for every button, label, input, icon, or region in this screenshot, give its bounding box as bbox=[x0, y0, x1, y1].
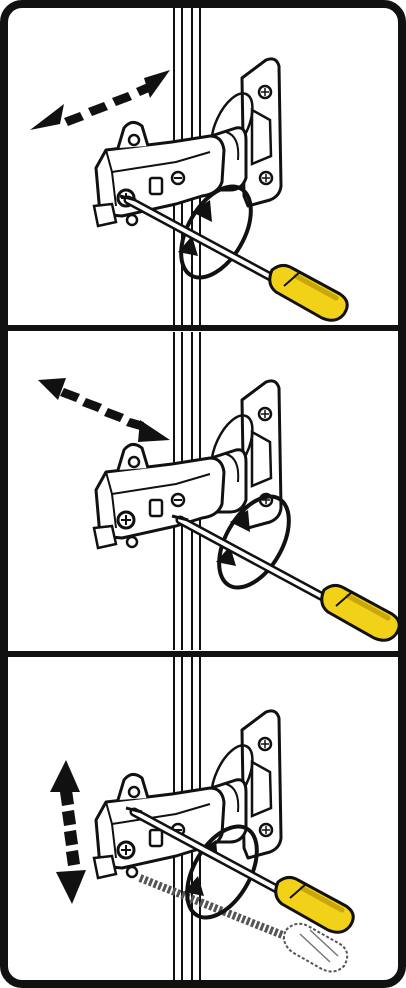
diagram-svg bbox=[0, 0, 406, 988]
instruction-diagram bbox=[0, 0, 406, 988]
